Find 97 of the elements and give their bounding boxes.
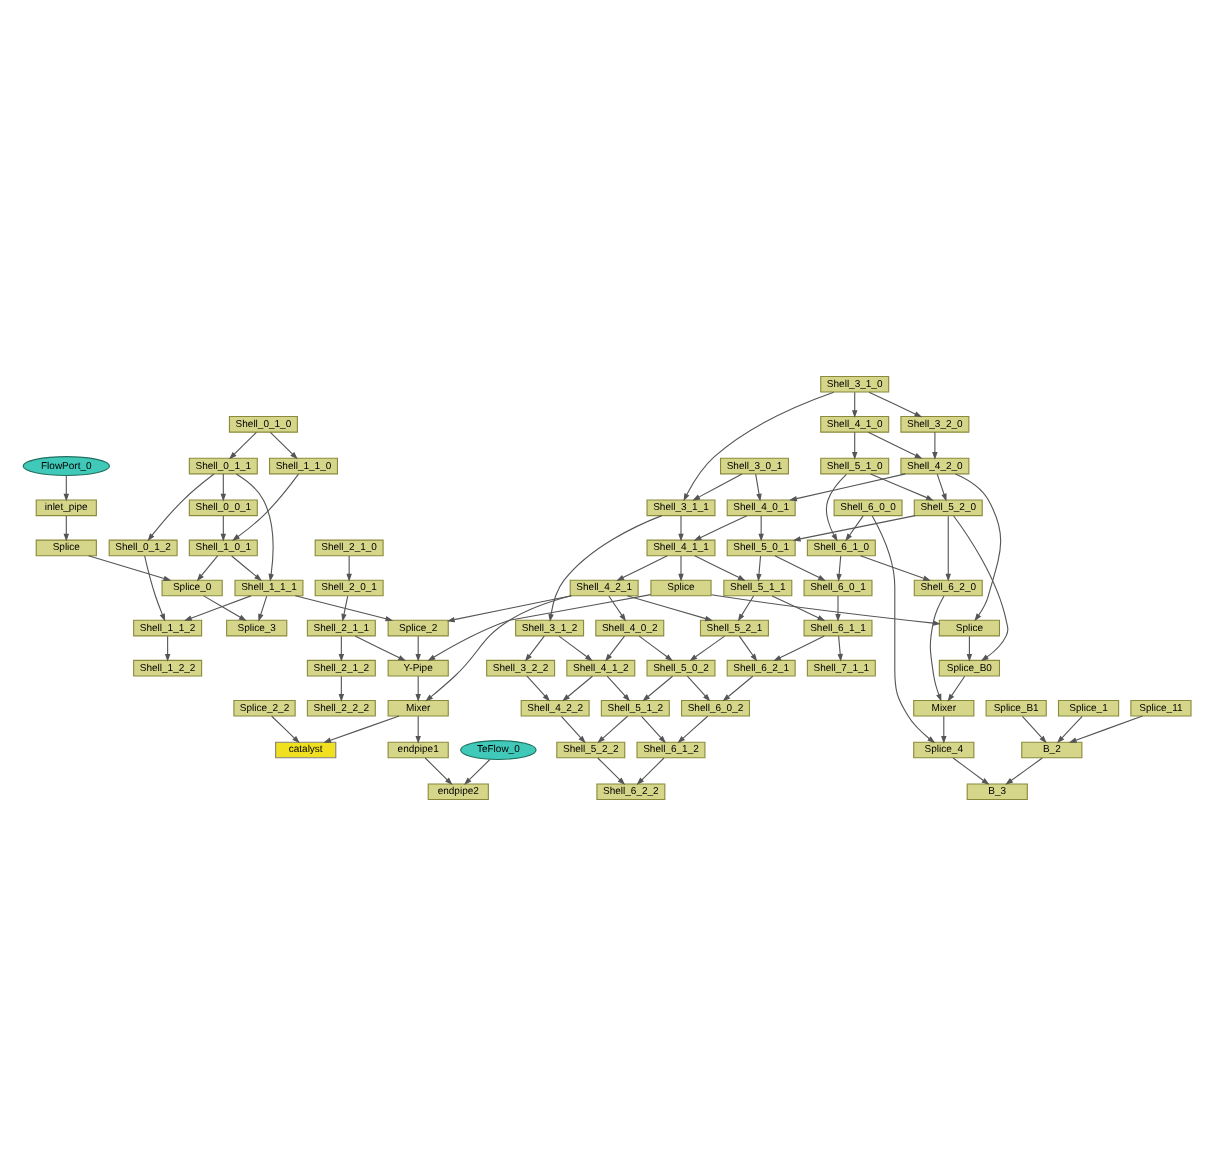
arrow bbox=[415, 675, 421, 702]
arrow bbox=[859, 555, 931, 581]
arrow bbox=[231, 555, 262, 582]
arrow bbox=[560, 715, 586, 744]
arrow bbox=[597, 715, 629, 744]
arrow bbox=[164, 635, 171, 662]
arrow bbox=[415, 715, 421, 744]
arrow bbox=[558, 635, 593, 662]
arrow bbox=[835, 595, 841, 622]
arrow bbox=[220, 473, 227, 502]
arrow bbox=[758, 515, 764, 542]
arrow bbox=[738, 635, 758, 662]
arrow bbox=[678, 515, 684, 542]
arrow bbox=[710, 594, 941, 626]
arrow bbox=[597, 757, 626, 785]
arrow bbox=[346, 555, 352, 582]
arrow bbox=[606, 675, 631, 702]
arrow bbox=[792, 515, 916, 542]
arrow bbox=[936, 473, 947, 502]
arrow bbox=[1021, 715, 1047, 744]
arrow bbox=[524, 635, 545, 662]
arrow bbox=[825, 473, 847, 542]
arrow bbox=[677, 715, 709, 744]
arrow bbox=[147, 473, 215, 542]
arrow bbox=[789, 473, 906, 502]
arrow bbox=[220, 515, 227, 542]
arrow bbox=[722, 675, 754, 702]
arrow bbox=[354, 635, 407, 662]
arrow bbox=[683, 391, 835, 502]
arrow bbox=[692, 473, 743, 501]
arrow bbox=[851, 431, 858, 460]
arrow bbox=[323, 715, 400, 743]
arrow bbox=[232, 473, 300, 541]
arrow bbox=[953, 515, 1009, 662]
arrow bbox=[87, 555, 172, 581]
arrow bbox=[773, 635, 825, 662]
arrow bbox=[196, 555, 219, 582]
arrow bbox=[678, 555, 684, 582]
arrow bbox=[341, 595, 349, 622]
arrow bbox=[63, 475, 70, 502]
arrow bbox=[851, 391, 858, 418]
arrow bbox=[737, 595, 755, 622]
arrow bbox=[425, 595, 572, 702]
arrow bbox=[755, 473, 762, 502]
arrow bbox=[1057, 715, 1083, 744]
arrow bbox=[870, 473, 934, 501]
arrow bbox=[756, 555, 762, 582]
arrow bbox=[947, 675, 966, 702]
arrow bbox=[294, 595, 394, 622]
arrow bbox=[771, 595, 826, 621]
arrow bbox=[424, 757, 453, 785]
arrow bbox=[686, 675, 711, 702]
arrow bbox=[641, 715, 666, 744]
arrow bbox=[338, 675, 345, 702]
arrow bbox=[446, 595, 572, 623]
arrow bbox=[548, 515, 663, 622]
arrow bbox=[526, 675, 550, 702]
arrow bbox=[258, 595, 268, 622]
arrow bbox=[845, 515, 864, 542]
arrow bbox=[774, 555, 826, 581]
arrow bbox=[203, 595, 247, 622]
arrow bbox=[694, 555, 746, 581]
arrow bbox=[271, 715, 300, 744]
arrow bbox=[871, 515, 936, 744]
arrow bbox=[616, 555, 668, 581]
arrow bbox=[427, 594, 652, 662]
arrow bbox=[63, 515, 70, 542]
arrow bbox=[605, 635, 625, 662]
arrow bbox=[562, 675, 593, 702]
arrow bbox=[638, 635, 673, 662]
arrow bbox=[269, 431, 298, 460]
arrow bbox=[693, 515, 748, 541]
arrow bbox=[144, 555, 166, 622]
arrow bbox=[837, 635, 843, 662]
arrow bbox=[932, 431, 938, 460]
arrow bbox=[954, 473, 1002, 622]
arrow bbox=[1068, 715, 1143, 743]
arrow bbox=[642, 675, 674, 702]
arrow bbox=[626, 595, 713, 622]
arrow bbox=[1005, 757, 1043, 785]
arrow bbox=[689, 635, 726, 662]
arrow bbox=[415, 635, 421, 662]
arrow bbox=[235, 473, 274, 582]
arrow bbox=[836, 555, 842, 582]
arrow bbox=[229, 431, 257, 460]
arrow bbox=[945, 515, 951, 582]
arrow bbox=[184, 595, 252, 621]
arrow bbox=[867, 431, 923, 459]
arrow bbox=[463, 758, 491, 785]
arrow bbox=[868, 391, 923, 418]
arrow bbox=[636, 757, 665, 785]
arrow bbox=[338, 635, 345, 662]
arrow bbox=[952, 757, 990, 785]
arrow bbox=[941, 715, 947, 744]
arrow bbox=[929, 595, 945, 702]
arrow bbox=[966, 635, 973, 662]
arrow bbox=[608, 595, 627, 622]
